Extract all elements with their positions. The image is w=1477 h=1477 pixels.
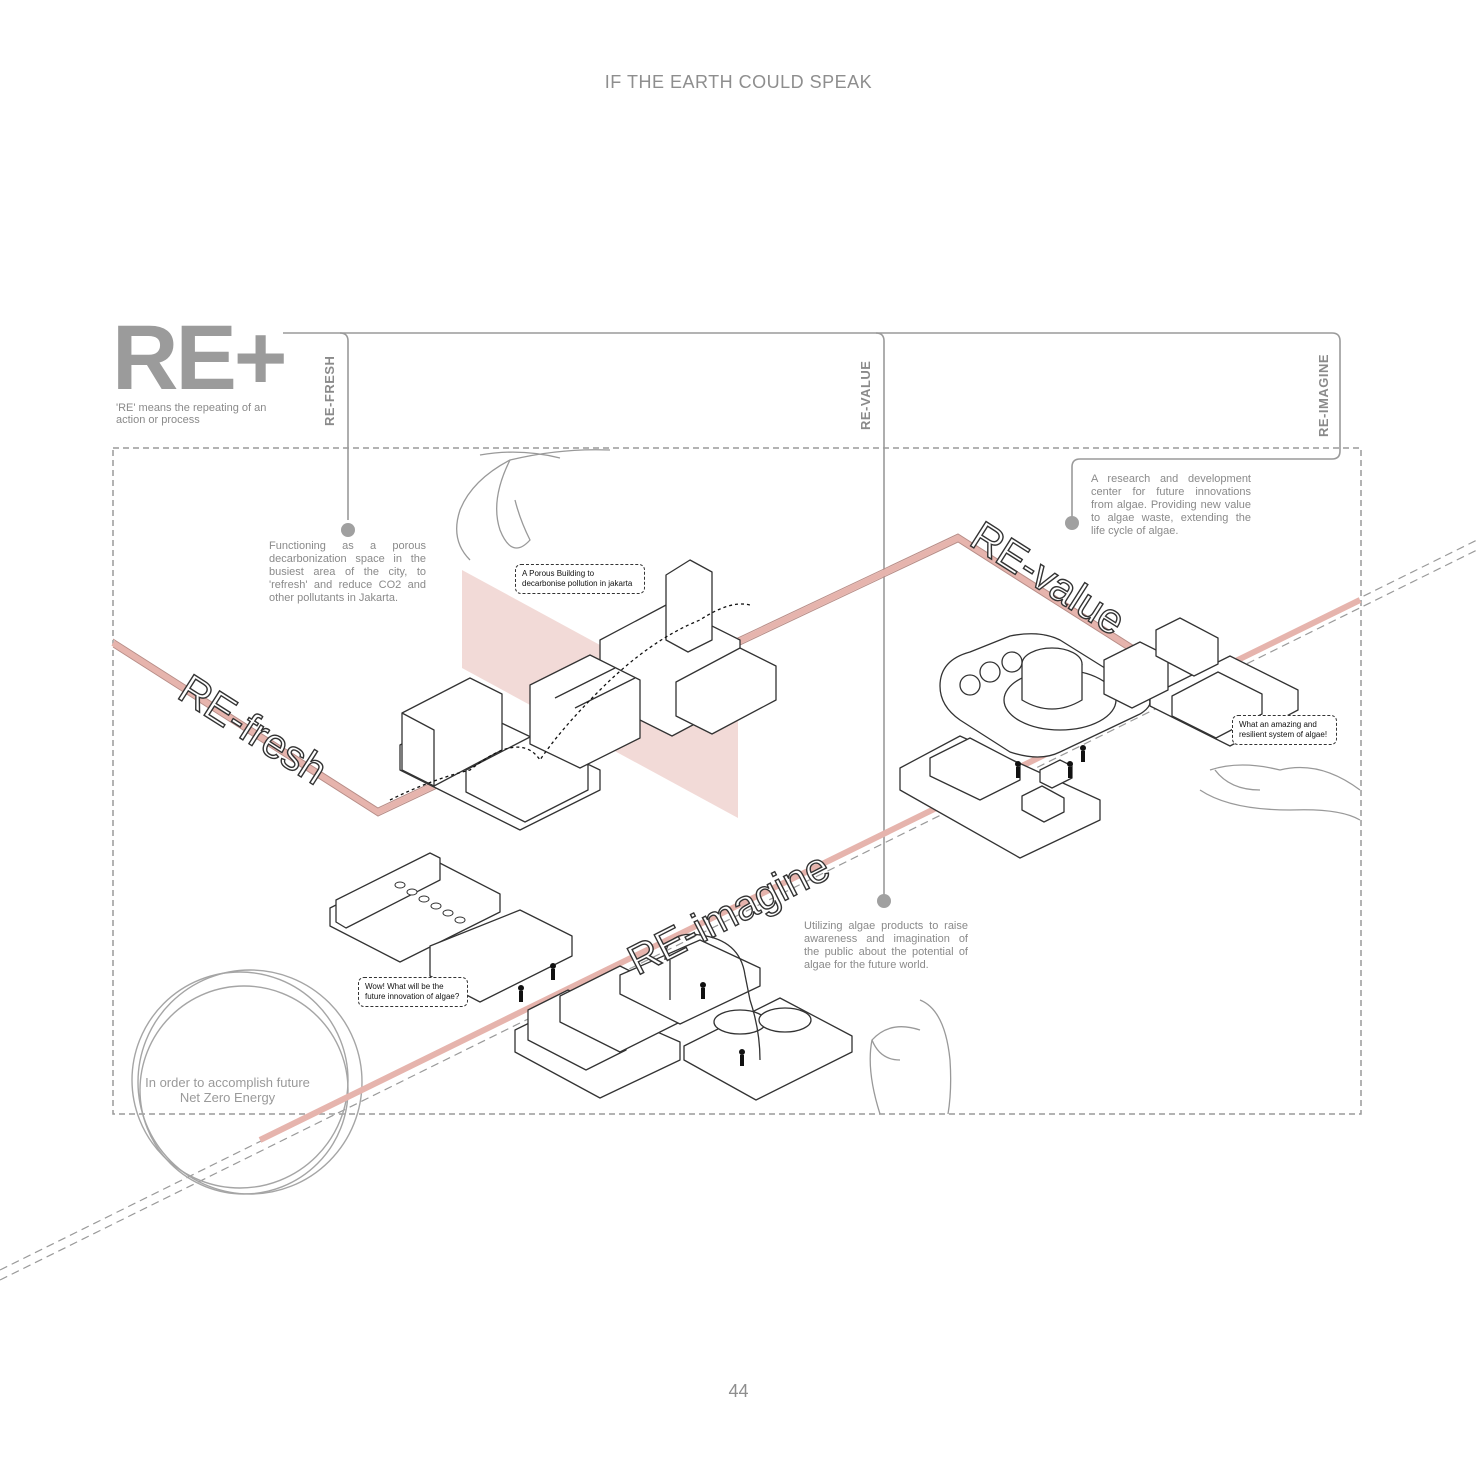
hand-icon <box>456 449 611 561</box>
circle-note: In order to accomplish future Net Zero E… <box>145 1075 310 1105</box>
connector-lines <box>283 332 1341 895</box>
page-title: IF THE EARTH COULD SPEAK <box>604 72 873 92</box>
connector-dots <box>341 516 1079 908</box>
site-frame <box>112 447 1362 1115</box>
tank-icons <box>394 881 466 924</box>
circle-icon <box>131 969 363 1195</box>
column-label-reimagine: RE-IMAGINE <box>1316 354 1331 437</box>
people-icon <box>518 745 1086 1066</box>
re-definition: 'RE' means the repeating of an action or… <box>116 402 267 426</box>
description-reimagine: Utilizing algae products to raise awaren… <box>804 920 968 971</box>
speech-bubble-amazing: What an amazing and resilient system of … <box>1232 715 1337 745</box>
re-plus-heading: RE+ <box>112 307 288 409</box>
hand-icon <box>869 999 952 1115</box>
refresh-buildings <box>399 559 777 831</box>
page-number: 44 <box>728 1381 749 1401</box>
reimagine-buildings <box>329 852 853 1101</box>
speech-bubble-porous: A Porous Building to decarbonise polluti… <box>515 564 645 594</box>
column-label-revalue: RE-VALUE <box>858 360 873 430</box>
revalue-buildings <box>899 617 1299 859</box>
arch-structure <box>664 933 761 1061</box>
column-label-refresh: RE-FRESH <box>322 355 337 426</box>
speech-bubble-wow: Wow! What will be the future innovation … <box>358 977 468 1007</box>
description-refresh: Functioning as a porous decarbonization … <box>269 540 426 604</box>
description-revalue: A research and development center for fu… <box>1091 473 1251 537</box>
hand-icon <box>1199 764 1361 821</box>
